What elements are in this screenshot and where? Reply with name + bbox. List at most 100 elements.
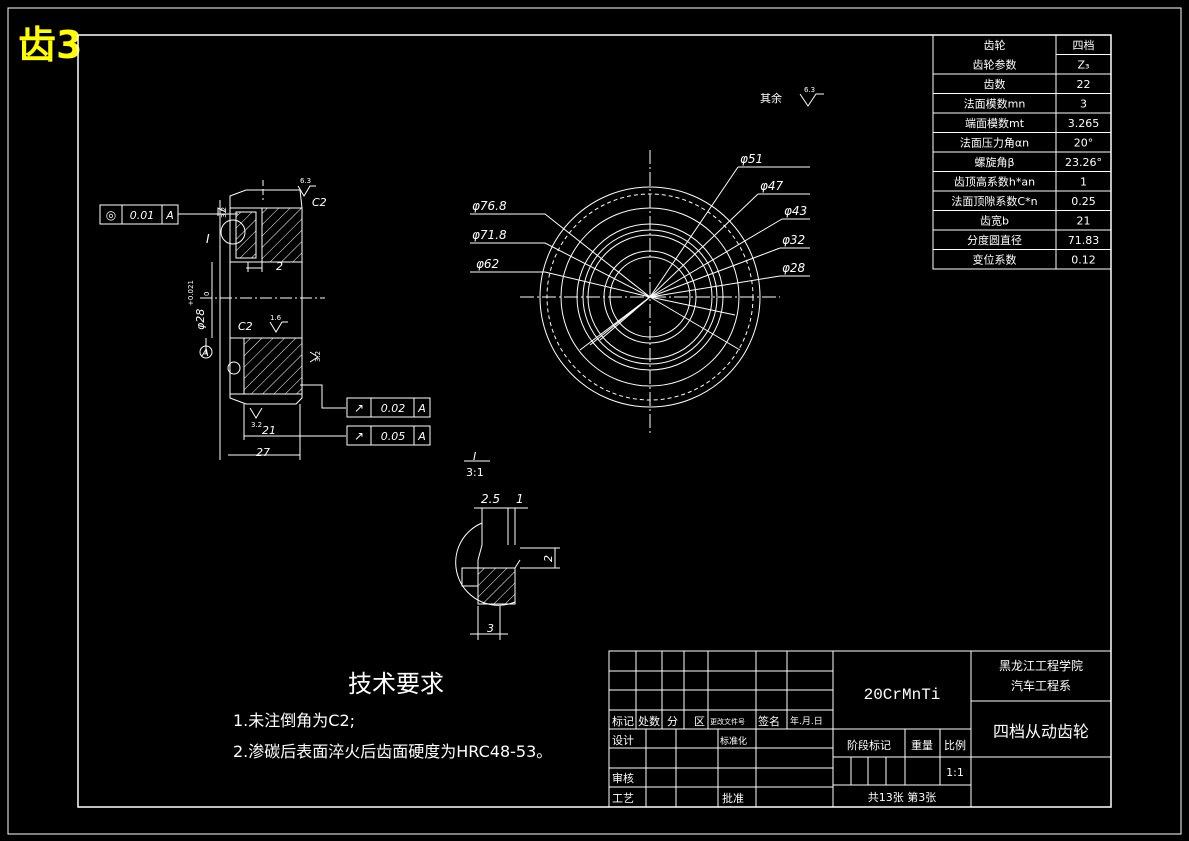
param-label: 螺旋角β (974, 155, 1014, 169)
param-value: 3.265 (1068, 117, 1100, 130)
front-dim-76-8: φ76.8 (472, 199, 507, 213)
roughness-top-value: 6.3 (300, 177, 311, 185)
tb-header-mark: 标记 (612, 714, 634, 728)
detail-dim-side: 2 (542, 555, 555, 562)
gdt-mid-value: 0.02 (381, 402, 406, 415)
front-dim-71-8: φ71.8 (472, 228, 507, 242)
groove-dim: 2 (276, 260, 283, 273)
front-dim-28: φ28 (782, 261, 806, 275)
tb-header-date: 年.月.日 (790, 715, 823, 727)
param-value: 71.83 (1068, 234, 1100, 247)
detail-dim-1: 1 (516, 492, 524, 506)
front-dim-43: φ43 (784, 204, 807, 218)
chamfer-bottom-label: C2 (238, 320, 253, 333)
gdt-frame-concentricity (99, 204, 179, 225)
detail-view (455, 460, 560, 640)
roughness-note-symbol (799, 93, 824, 107)
param-value: 3 (1080, 98, 1087, 111)
tb-header-count: 处数 (638, 715, 660, 728)
tb-scale: 1:1 (946, 766, 964, 779)
param-value: 四档 (1073, 38, 1095, 52)
param-value: 0.25 (1071, 195, 1096, 208)
tb-weight: 重量 (911, 738, 933, 752)
inner-frame (77, 34, 1112, 808)
roughness-face-value: 3.2 (314, 351, 322, 362)
param-value: 23.26° (1065, 156, 1102, 169)
detail-dim-2-5: 2.5 (481, 492, 500, 506)
front-dim-62: φ62 (476, 257, 499, 271)
section-view (178, 180, 346, 460)
outer-frame (7, 7, 1182, 835)
param-value: 0.12 (1071, 254, 1096, 267)
tech-req-item-1: 1.未注倒角为C2; (233, 711, 355, 730)
gdt-mid-datum: A (417, 402, 426, 415)
gdt-bot-value: 0.05 (381, 430, 406, 443)
detail-scale: 3:1 (466, 466, 484, 479)
gdt-bot-datum: A (417, 430, 426, 443)
param-label: 分度圆直径 (967, 233, 1022, 247)
tb-approve: 批准 (722, 791, 744, 805)
bore-tol-upper: +0.021 (187, 280, 195, 306)
param-label: 齿顶高系数h*an (954, 175, 1035, 189)
front-dim-51: φ51 (740, 152, 763, 166)
param-value: 1 (1080, 176, 1087, 189)
param-label: 齿宽b (980, 214, 1009, 228)
bore-dim: φ28 (194, 309, 207, 330)
tb-part-name: 四档从动齿轮 (993, 722, 1089, 741)
gdt-top-datum: A (165, 209, 174, 222)
roughness-left-value: 3.2 (220, 207, 228, 218)
tech-req-title: 技术要求 (348, 670, 444, 698)
tb-header-fen: 分 (667, 715, 678, 728)
tb-header-qu: 区 (694, 715, 705, 728)
gdt-top-value: 0.01 (130, 209, 155, 222)
corner-title: 齿3 (18, 23, 83, 67)
param-label: 法面模数mn (964, 97, 1026, 111)
bore-tol-lower: 0 (203, 292, 211, 296)
param-value: Z₃ (1078, 59, 1090, 72)
detail-label: I (473, 450, 476, 463)
chamfer-top-label: C2 (312, 196, 327, 209)
overall-dim: 27 (256, 446, 270, 459)
title-block (608, 650, 1112, 808)
gdt-bot-symbol: ↗ (354, 429, 364, 443)
tb-header-change-doc: 更改文件号 (710, 717, 745, 726)
param-label: 法面压力角αn (960, 136, 1029, 150)
gdt-frame-runout-1 (346, 397, 431, 418)
tb-stage-mark: 阶段标记 (847, 738, 891, 752)
tb-sheets: 共13张 第3张 (868, 790, 937, 804)
tb-header-sign: 签名 (758, 714, 780, 728)
param-value: 21 (1077, 215, 1091, 228)
front-view (470, 150, 810, 433)
tb-design: 设计 (612, 734, 634, 747)
gdt-top-symbol: ◎ (106, 208, 116, 222)
gdt-frame-runout-2 (346, 425, 431, 446)
param-label: 法面顶隙系数C*n (951, 194, 1037, 208)
param-value: 20° (1074, 137, 1094, 150)
param-label: 端面模数mt (965, 117, 1025, 130)
tb-process: 工艺 (612, 792, 634, 805)
tb-standardize: 标准化 (720, 735, 747, 747)
tb-school: 黑龙江工程学院 (999, 658, 1083, 673)
param-value: 22 (1077, 78, 1091, 91)
roughness-bore-value: 1.6 (270, 314, 282, 322)
front-dim-32: φ32 (782, 233, 805, 247)
param-label: 齿轮参数 (973, 58, 1017, 72)
param-label: 齿数 (984, 78, 1006, 91)
detail-marker: I (206, 232, 210, 246)
datum-label: A (201, 348, 209, 359)
roughness-note-label: 其余 (760, 91, 782, 105)
gdt-mid-symbol: ↗ (354, 401, 364, 415)
param-label: 齿轮 (984, 38, 1006, 52)
front-dim-47: φ47 (760, 179, 784, 193)
tb-department: 汽车工程系 (1011, 678, 1071, 693)
detail-dim-bottom: 3 (487, 622, 494, 635)
param-label: 变位系数 (973, 253, 1017, 267)
roughness-note-value: 6.3 (804, 86, 815, 94)
tech-req-item-2: 2.渗碳后表面淬火后齿面硬度为HRC48-53。 (233, 742, 552, 761)
tb-material: 20CrMnTi (864, 686, 941, 704)
tb-review: 审核 (612, 771, 634, 785)
width-dim: 21 (262, 424, 276, 437)
roughness-bottom-value: 3.2 (251, 421, 262, 429)
